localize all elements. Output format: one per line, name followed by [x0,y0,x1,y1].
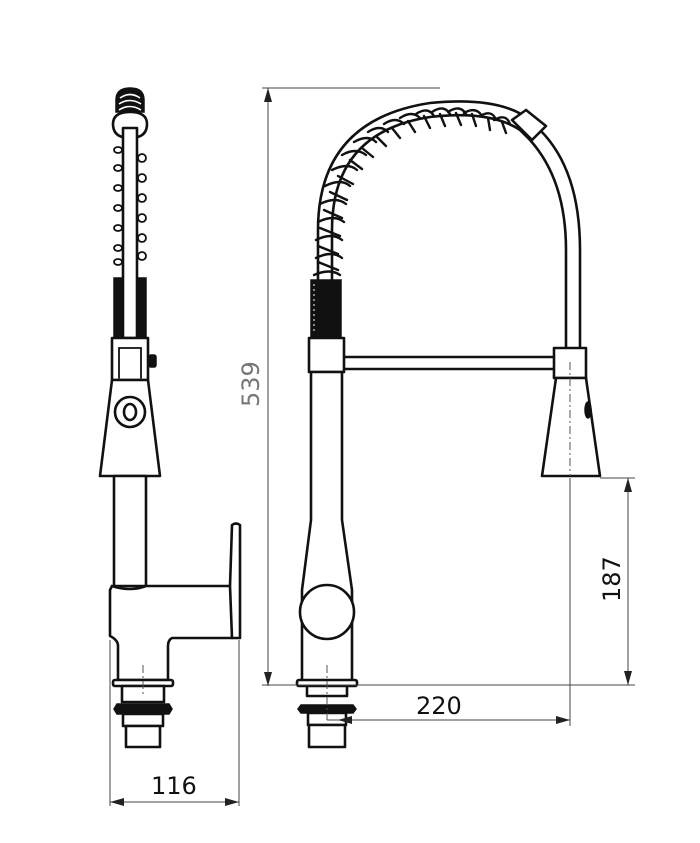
side-riser [112,474,148,588]
side-lever [228,522,242,640]
dimension-reach: 220 [327,478,571,726]
dim-label-187: 187 [598,556,626,602]
side-spray-head [98,378,162,478]
dimension-overall-height: 539 [237,87,440,686]
dimension-clearance: 187 [262,477,635,686]
front-arch-hose [316,100,582,352]
front-shank [295,665,359,749]
front-riser [298,370,356,684]
front-hose-connector [510,108,548,142]
dim-label-220: 220 [416,692,462,720]
front-spray-head [540,362,602,478]
side-view [98,87,242,749]
dimension-base-depth: 116 [109,640,240,806]
front-view [295,100,602,749]
front-crossbar [340,355,558,371]
side-shank [111,665,175,749]
front-left-collar [307,336,346,374]
dim-label-116: 116 [151,772,197,800]
side-body [108,584,234,682]
dim-label-539: 539 [237,361,265,407]
side-hose [121,126,139,340]
front-dense-spring [310,279,342,339]
front-spring-coils [312,107,512,277]
side-collar [110,336,157,382]
side-spring-cap [111,87,149,140]
